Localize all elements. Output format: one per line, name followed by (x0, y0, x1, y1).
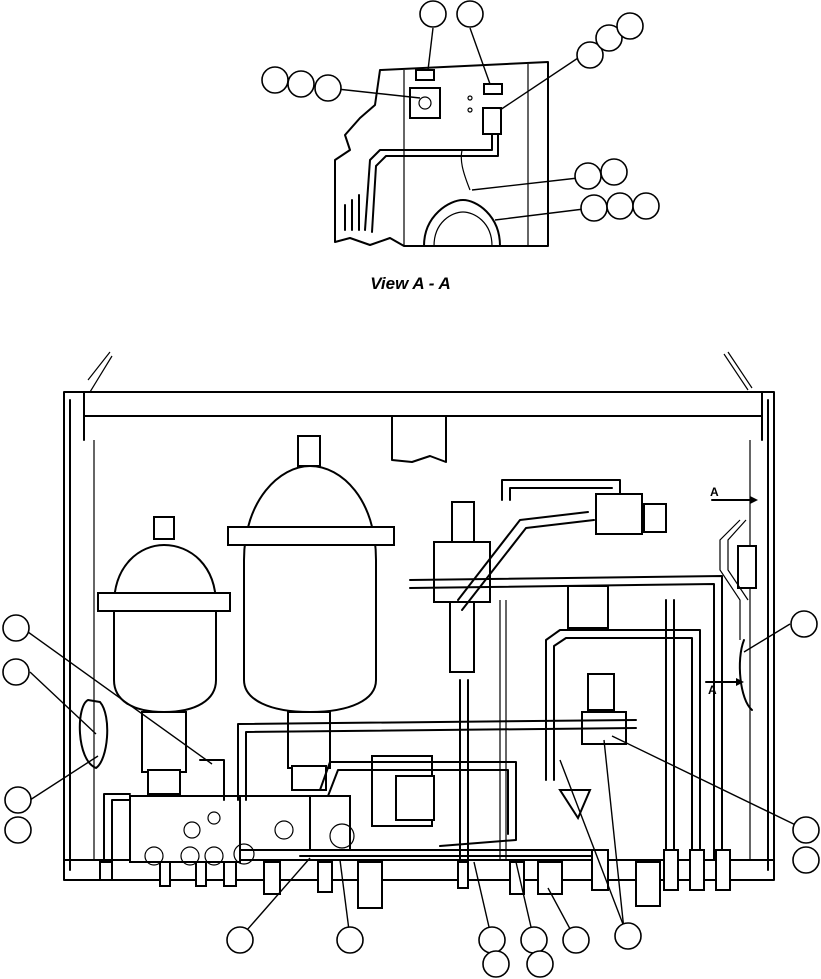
callout-10 (600, 158, 628, 186)
view-caption: View A - A (370, 274, 451, 293)
manifold-block (129, 795, 351, 866)
callout-14 (2, 614, 30, 642)
detail-connector (482, 107, 502, 135)
callout-12 (606, 192, 634, 220)
callout-22 (336, 926, 364, 954)
callout-4 (595, 24, 623, 52)
callout-17 (4, 816, 32, 844)
callout-5 (616, 12, 644, 40)
piping (103, 479, 749, 861)
detail-label-plate-right (483, 83, 503, 95)
callout-9 (574, 162, 602, 190)
callout-16 (4, 786, 32, 814)
callout-15 (2, 658, 30, 686)
section-label-top: A (710, 485, 719, 499)
detail-switch-box (409, 87, 441, 119)
harness-loop-right (738, 639, 753, 711)
valve-cluster-right (558, 493, 757, 821)
section-marker-top: A (710, 485, 758, 504)
callout-18 (790, 610, 818, 638)
callout-3 (576, 41, 604, 69)
callout-6 (261, 66, 289, 94)
detail-label-plate-left (415, 69, 435, 81)
accumulator-small (97, 516, 231, 795)
callout-2 (456, 0, 484, 28)
detail-view-a-a (334, 61, 549, 247)
callout-21 (226, 926, 254, 954)
bottom-fittings (99, 849, 731, 909)
callout-26 (614, 922, 642, 950)
main-panel (63, 351, 775, 909)
callout-1 (419, 0, 447, 28)
callout-13 (632, 192, 660, 220)
callout-8 (314, 74, 342, 102)
callout-19 (792, 816, 820, 844)
valve-cluster-center (329, 501, 491, 849)
callout-11 (580, 194, 608, 222)
callout-20 (792, 846, 820, 874)
callout-23 (478, 926, 506, 954)
hose-loop-left (78, 699, 109, 769)
callout-24 (520, 926, 548, 954)
callout-28 (526, 950, 554, 978)
section-label-bottom: A (708, 683, 717, 697)
section-marker-bottom: A (705, 678, 744, 697)
callout-25 (562, 926, 590, 954)
callout-27 (482, 950, 510, 978)
callout-7 (287, 70, 315, 98)
accumulator-large (227, 435, 395, 791)
